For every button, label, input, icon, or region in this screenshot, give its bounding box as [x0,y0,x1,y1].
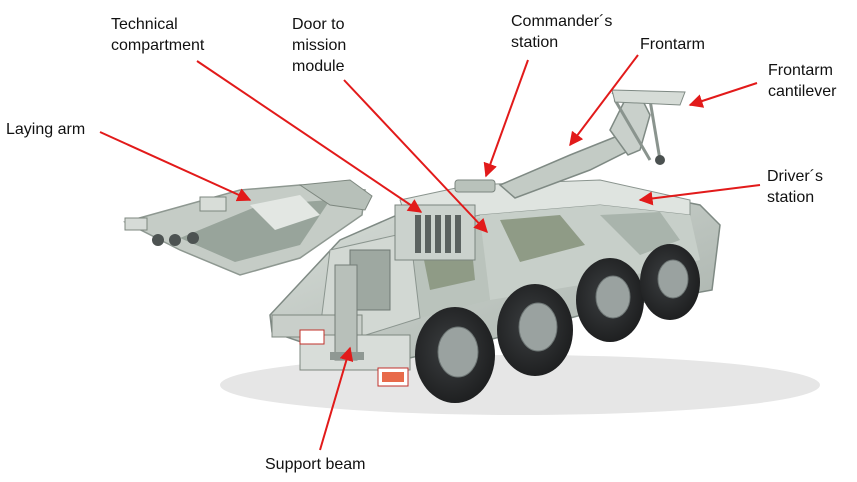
label-line: module [292,58,345,75]
arrow-support-beam [319,346,354,451]
arrow-frontarm-cantilever [688,82,758,108]
label-line: compartment [111,37,205,54]
label-line: Frontarm [768,62,833,79]
arrow-drivers-station [638,184,761,206]
arrow-commanders-station [483,59,529,178]
arrow-frontarm [569,54,639,147]
frontarm-shape [498,89,686,199]
label-line: Technical [111,16,178,33]
label-line: station [511,34,559,51]
label-line: cantilever [768,83,837,100]
laying-arm-shape [122,179,373,276]
technical-compartment-shape [394,204,476,261]
label-drivers-station: Driver´s station [767,166,823,208]
arrow-laying-arm [99,131,252,202]
wheels [415,244,700,403]
label-line: Driver´s [767,168,823,185]
arrow-technical-compartment [196,60,423,213]
label-line: Door to [292,16,345,33]
label-frontarm: Frontarm [640,36,705,53]
label-line: mission [292,37,347,54]
label-commanders-station: Commander´s station [511,11,612,53]
label-line: Commander´s [511,13,613,30]
label-technical-compartment: Technical compartment [111,14,204,56]
label-frontarm-cantilever: Frontarm cantilever [768,60,836,102]
label-support-beam: Support beam [265,456,366,473]
arrow-door-to-mission-module [343,79,488,234]
callout-arrows [99,54,761,451]
label-door-to-mission-module: Door to mission module [292,14,346,77]
label-line: station [767,189,815,206]
commanders-hatch [454,179,496,193]
label-laying-arm: Laying arm [6,121,86,138]
